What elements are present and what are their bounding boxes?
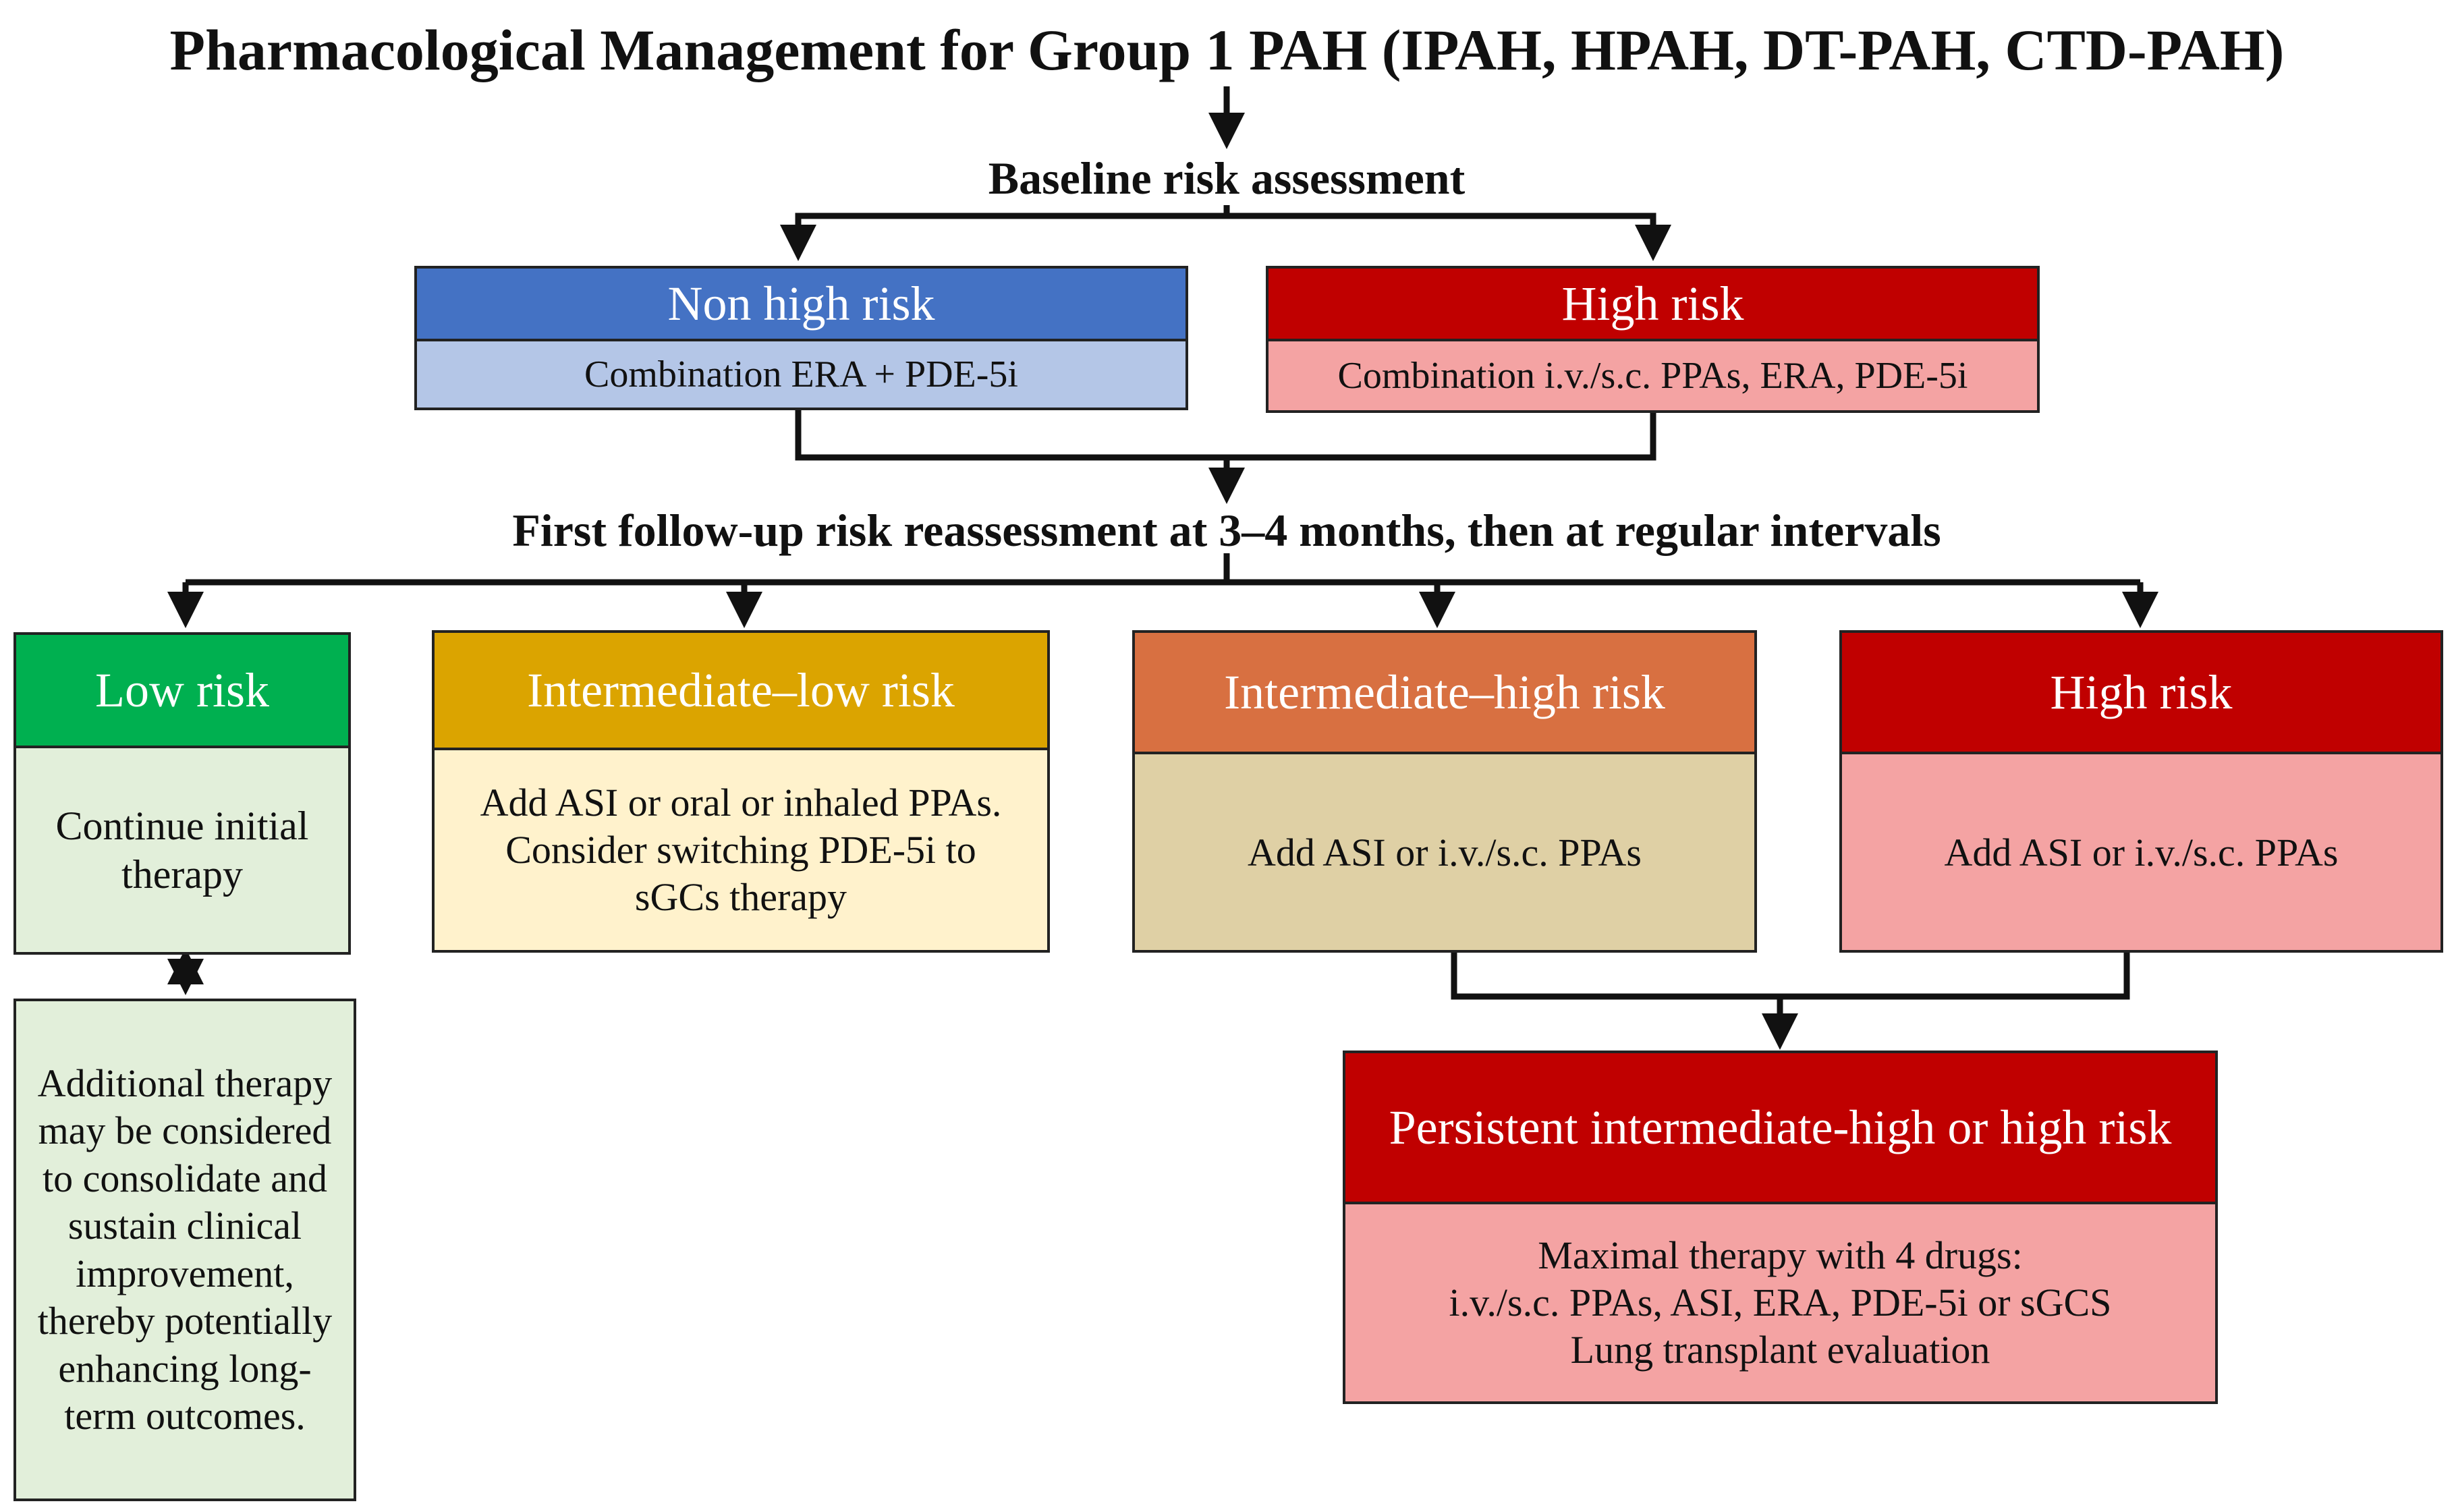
low-risk-body: Continue initial therapy (16, 748, 348, 952)
intermediate-high-risk-body: Add ASI or i.v./s.c. PPAs (1135, 754, 1754, 950)
box-additional-therapy: Additional therapy may be considered to … (13, 999, 356, 1501)
persistent-risk-header: Persistent intermediate-high or high ris… (1345, 1053, 2215, 1204)
intermediate-low-risk-body: Add ASI or oral or inhaled PPAs. Conside… (435, 750, 1047, 950)
connector-baseline-split (795, 213, 1656, 253)
box-high-risk-baseline: High risk Combination i.v./s.c. PPAs, ER… (1266, 266, 2040, 413)
connector-escalation-join (1451, 953, 2130, 1000)
low-risk-header: Low risk (16, 635, 348, 748)
box-low-risk: Low risk Continue initial therapy (13, 632, 351, 955)
persistent-risk-body: Maximal therapy with 4 drugs: i.v./s.c. … (1345, 1204, 2215, 1401)
intermediate-low-risk-header: Intermediate–low risk (435, 633, 1047, 750)
persistent-risk-line: Maximal therapy with 4 drugs: (1538, 1233, 2023, 1277)
baseline-label: Baseline risk assessment (923, 151, 1530, 205)
box-high-risk-followup: High risk Add ASI or i.v./s.c. PPAs (1839, 630, 2443, 953)
box-persistent-risk: Persistent intermediate-high or high ris… (1343, 1051, 2218, 1404)
non-high-risk-body: Combination ERA + PDE-5i (417, 341, 1186, 408)
high-risk-followup-body: Add ASI or i.v./s.c. PPAs (1842, 754, 2441, 950)
box-intermediate-high-risk: Intermediate–high risk Add ASI or i.v./s… (1132, 630, 1757, 953)
connector-baseline-join (795, 410, 1656, 461)
intermediate-high-risk-header: Intermediate–high risk (1135, 633, 1754, 754)
high-risk-baseline-header: High risk (1268, 269, 2037, 341)
diagram-title: Pharmacological Management for Group 1 P… (169, 18, 2285, 82)
high-risk-baseline-body: Combination i.v./s.c. PPAs, ERA, PDE-5i (1268, 341, 2037, 410)
high-risk-followup-header: High risk (1842, 633, 2441, 754)
box-non-high-risk: Non high risk Combination ERA + PDE-5i (414, 266, 1188, 410)
additional-therapy-body: Additional therapy may be considered to … (37, 1061, 333, 1438)
box-intermediate-low-risk: Intermediate–low risk Add ASI or oral or… (432, 630, 1050, 953)
persistent-risk-line: i.v./s.c. PPAs, ASI, ERA, PDE-5i or sGCS (1449, 1281, 2112, 1324)
followup-label: First follow-up risk reassessment at 3–4… (512, 505, 1941, 556)
non-high-risk-header: Non high risk (417, 269, 1186, 341)
persistent-risk-line: Lung transplant evaluation (1570, 1328, 1990, 1372)
